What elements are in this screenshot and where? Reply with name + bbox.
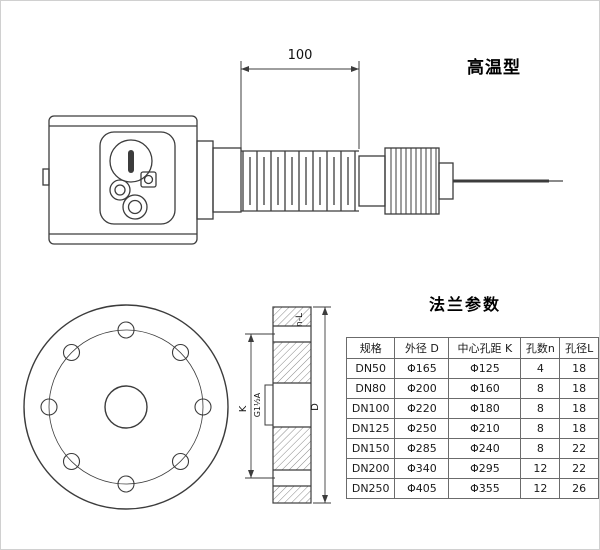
dim-thread-label: G1½A — [253, 392, 262, 417]
table-cell: 8 — [520, 378, 561, 399]
thread-lines — [390, 148, 437, 214]
device-drawing — [42, 115, 563, 245]
table-cell: 18 — [559, 418, 599, 439]
table-cell: Φ220 — [394, 398, 450, 419]
table-cell: DN150 — [345, 438, 396, 459]
table-cell: Φ180 — [448, 398, 522, 419]
table-cell: 12 — [520, 458, 561, 479]
housing-side-tab — [42, 168, 50, 186]
thread-boss — [264, 384, 274, 426]
table-cell: 22 — [559, 438, 599, 459]
table-cell: 8 — [520, 418, 561, 439]
table-cell: 18 — [559, 358, 599, 379]
table-cell: 4 — [520, 358, 561, 379]
table-cell: Φ355 — [448, 478, 522, 499]
bolt-circle — [48, 329, 204, 485]
table-header-cell: 规格 — [345, 337, 396, 359]
table-header-cell: 中心孔距 K — [448, 337, 522, 359]
table-cell: Φ295 — [448, 458, 522, 479]
flange-outer-circle — [23, 304, 229, 510]
high-temp-type-label: 高温型 — [467, 58, 521, 78]
flange-section-plate — [272, 306, 312, 504]
table-cell: Φ405 — [394, 478, 450, 499]
connector-step — [438, 162, 454, 200]
table-cell: 22 — [559, 458, 599, 479]
table-cell: DN250 — [345, 478, 396, 499]
table-cell: Φ250 — [394, 418, 450, 439]
neck-plate — [196, 140, 214, 220]
table-cell: Φ165 — [394, 358, 450, 379]
table-cell: Φ125 — [448, 358, 522, 379]
table-cell: 18 — [559, 378, 599, 399]
table-cell: Φ340 — [394, 458, 450, 479]
display-dial — [109, 139, 153, 183]
dim-holes-label: n-L — [295, 313, 305, 327]
lower-knob — [122, 194, 148, 220]
flange-front-view — [23, 304, 229, 510]
table-cell: 18 — [559, 398, 599, 419]
table-cell: DN50 — [345, 358, 396, 379]
dim-k-label: K — [238, 405, 249, 412]
panel-window — [140, 171, 157, 188]
flange-params-title: 法兰参数 — [429, 295, 502, 314]
bolt-holes — [40, 321, 212, 493]
adjust-knob — [109, 179, 131, 201]
flange-side-view — [264, 306, 312, 504]
dial-slot — [128, 150, 134, 173]
center-bore — [104, 385, 148, 429]
table-cell: Φ210 — [448, 418, 522, 439]
table-cell: DN200 — [345, 458, 396, 479]
side-view-dimensions: K G1½A D n-L — [238, 306, 331, 504]
table-cell: Φ160 — [448, 378, 522, 399]
table-cell: DN125 — [345, 418, 396, 439]
process-collar — [358, 155, 386, 207]
dimension-100-label: 100 — [288, 48, 313, 63]
table-cell: DN80 — [345, 378, 396, 399]
table-cell: 12 — [520, 478, 561, 499]
table-cell: 8 — [520, 438, 561, 459]
table-header-cell: 孔径L — [559, 337, 599, 359]
table-cell: 8 — [520, 398, 561, 419]
table-header-cell: 孔数n — [520, 337, 561, 359]
neck-collar — [212, 147, 242, 213]
table-cell: DN100 — [345, 398, 396, 419]
table-cell: Φ200 — [394, 378, 450, 399]
display-panel — [99, 131, 176, 225]
dim-d-label: D — [310, 403, 321, 411]
table-header-cell: 外径 D — [394, 337, 450, 359]
bellows-fins — [242, 151, 356, 211]
table-cell: Φ240 — [448, 438, 522, 459]
dimension-100: 100 — [240, 48, 360, 149]
table-cell: 26 — [559, 478, 599, 499]
table-cell: Φ285 — [394, 438, 450, 459]
